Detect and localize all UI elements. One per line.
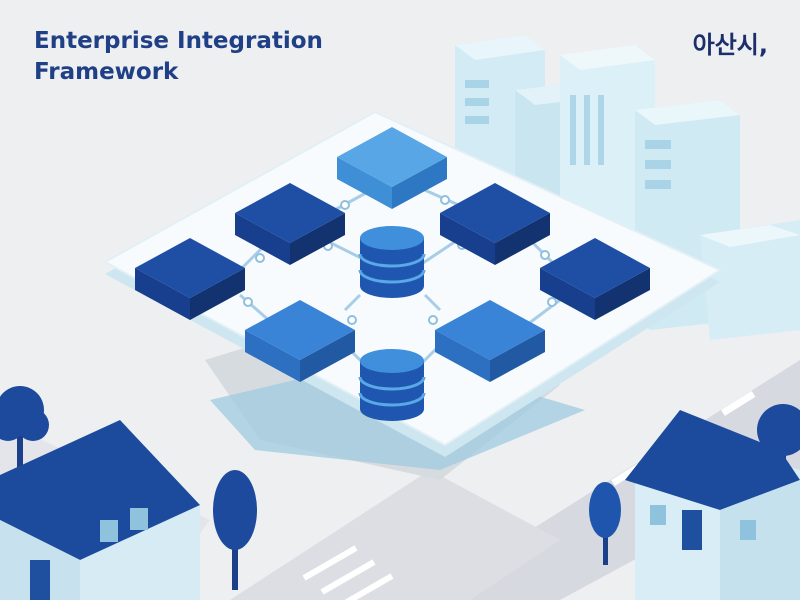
module-block-n-top: [337, 127, 447, 209]
page-title: Enterprise Integration Framework: [34, 28, 323, 85]
house-left: [0, 420, 200, 600]
location-label: 아산시,: [692, 31, 768, 59]
database-cylinder-db-bottom: [358, 349, 426, 421]
house-right: [625, 410, 800, 600]
module-nodes: [135, 127, 650, 382]
module-block-n-lower-left: [245, 300, 355, 382]
database-nodes: [358, 226, 426, 421]
database-cylinder-db-center: [358, 226, 426, 298]
trees: [0, 386, 800, 590]
module-block-n-left: [135, 238, 245, 320]
module-block-n-right: [540, 238, 650, 320]
module-block-n-lower-right: [435, 300, 545, 382]
module-block-n-right-upper: [440, 183, 550, 265]
module-block-n-left-upper: [235, 183, 345, 265]
